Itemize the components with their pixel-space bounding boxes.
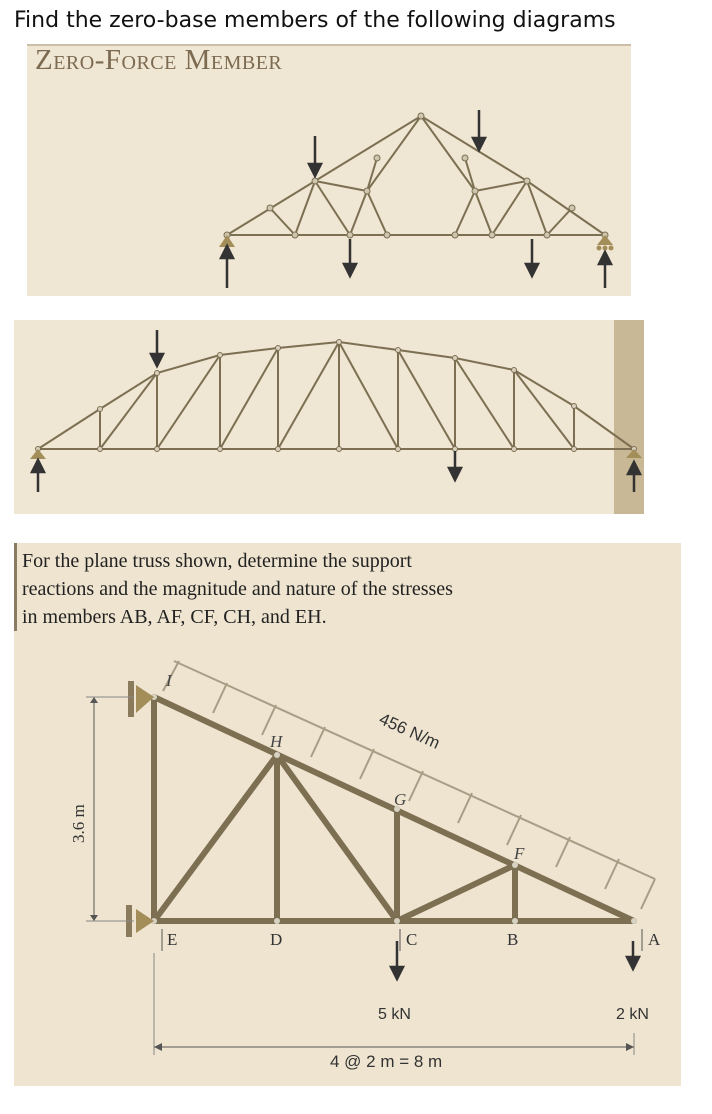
problem-line: reactions and the magnitude and nature o… [22, 578, 453, 600]
joint-label-A: A [648, 930, 661, 949]
top-chord [226, 114, 606, 236]
web-member [546, 207, 573, 236]
point-loads [388, 941, 642, 982]
problem-line: For the plane truss shown, determine the… [22, 550, 412, 572]
web-member [269, 207, 296, 236]
web-member [314, 180, 368, 192]
load-label-A: 2 kN [616, 1006, 649, 1023]
span-label: 4 @ 2 m = 8 m [330, 1052, 442, 1071]
joint-label-F: F [513, 844, 525, 863]
distributed-load [162, 660, 656, 910]
web-member [294, 180, 316, 236]
problem-bar [14, 543, 17, 631]
roof-truss-joints [223, 112, 609, 239]
member-HE [151, 752, 280, 924]
roof-truss-diagram [218, 110, 614, 288]
bridge-truss-loads [29, 330, 643, 492]
problem-truss-diagram: I H G F E D C B A 456 N/m 3.6 m 5 kN 2 k… [69, 660, 661, 1071]
load-arrow-C [388, 965, 406, 982]
load-arrow [523, 262, 541, 279]
roller-support-right [626, 449, 642, 458]
joint-label-B: B [507, 930, 518, 949]
page-heading: Find the zero-base members of the follow… [14, 8, 616, 33]
web-member [366, 190, 388, 236]
joint-label-C: C [406, 930, 417, 949]
member-HC [274, 752, 400, 924]
pin-support-left [219, 235, 235, 247]
joint-label-G: G [394, 790, 406, 809]
web-member [474, 180, 528, 192]
problem-line: in members AB, AF, CF, CH, and EH. [22, 606, 327, 628]
web-member [420, 115, 476, 192]
bridge-truss-joints [35, 339, 637, 452]
joint-label-E: E [167, 930, 177, 949]
height-label: 3.6 m [69, 804, 88, 843]
load-arrow [341, 262, 359, 279]
roller-wheel [596, 245, 602, 251]
bridge-truss-diagram [29, 330, 643, 492]
problem-truss-joints [151, 694, 637, 924]
banner-rule [27, 44, 631, 46]
load-arrow [446, 466, 464, 483]
reaction-arrow [596, 249, 614, 266]
wall-I [128, 681, 134, 717]
reaction-arrow [29, 457, 47, 474]
reaction-arrow [218, 243, 236, 260]
banner-title: Zero-Force Member [35, 44, 283, 76]
joint-label-D: D [270, 930, 282, 949]
joint-label-H: H [269, 732, 284, 751]
load-label-C: 5 kN [378, 1006, 411, 1023]
roof-truss-loads [218, 110, 614, 288]
web-member [464, 157, 476, 192]
problem-statement: For the plane truss shown, determine the… [22, 547, 622, 631]
roller-wheel [602, 245, 608, 251]
pin-support-I [136, 685, 154, 713]
reaction-arrow [625, 459, 643, 476]
side-strip [614, 320, 644, 514]
roller-wheel [608, 245, 614, 251]
roof-truss-members [226, 114, 606, 236]
load-arrow [306, 162, 324, 179]
load-arrow-A [624, 955, 642, 972]
joint-label-I: I [165, 671, 173, 690]
load-arrow [148, 352, 166, 369]
web-member [314, 180, 351, 236]
web-member [491, 180, 528, 236]
top-chord [37, 340, 635, 450]
web-member [526, 180, 548, 236]
web-member [366, 115, 422, 192]
web-member [349, 190, 368, 236]
load-arrow [470, 136, 488, 153]
bridge-truss-panel [14, 320, 644, 514]
web-member [474, 190, 493, 236]
bridge-truss-members [37, 340, 635, 450]
web-member [366, 157, 378, 192]
problem-panel: For the plane truss shown, determine the… [14, 543, 681, 1086]
roller-support-right [597, 235, 613, 245]
web-member [454, 190, 476, 236]
distributed-load-label: 456 N/m [376, 709, 442, 752]
member-FC [394, 862, 518, 924]
roller-support-E [136, 909, 154, 933]
pin-support-left [30, 449, 46, 459]
zero-force-member-panel: Zero-Force Member [27, 44, 631, 296]
